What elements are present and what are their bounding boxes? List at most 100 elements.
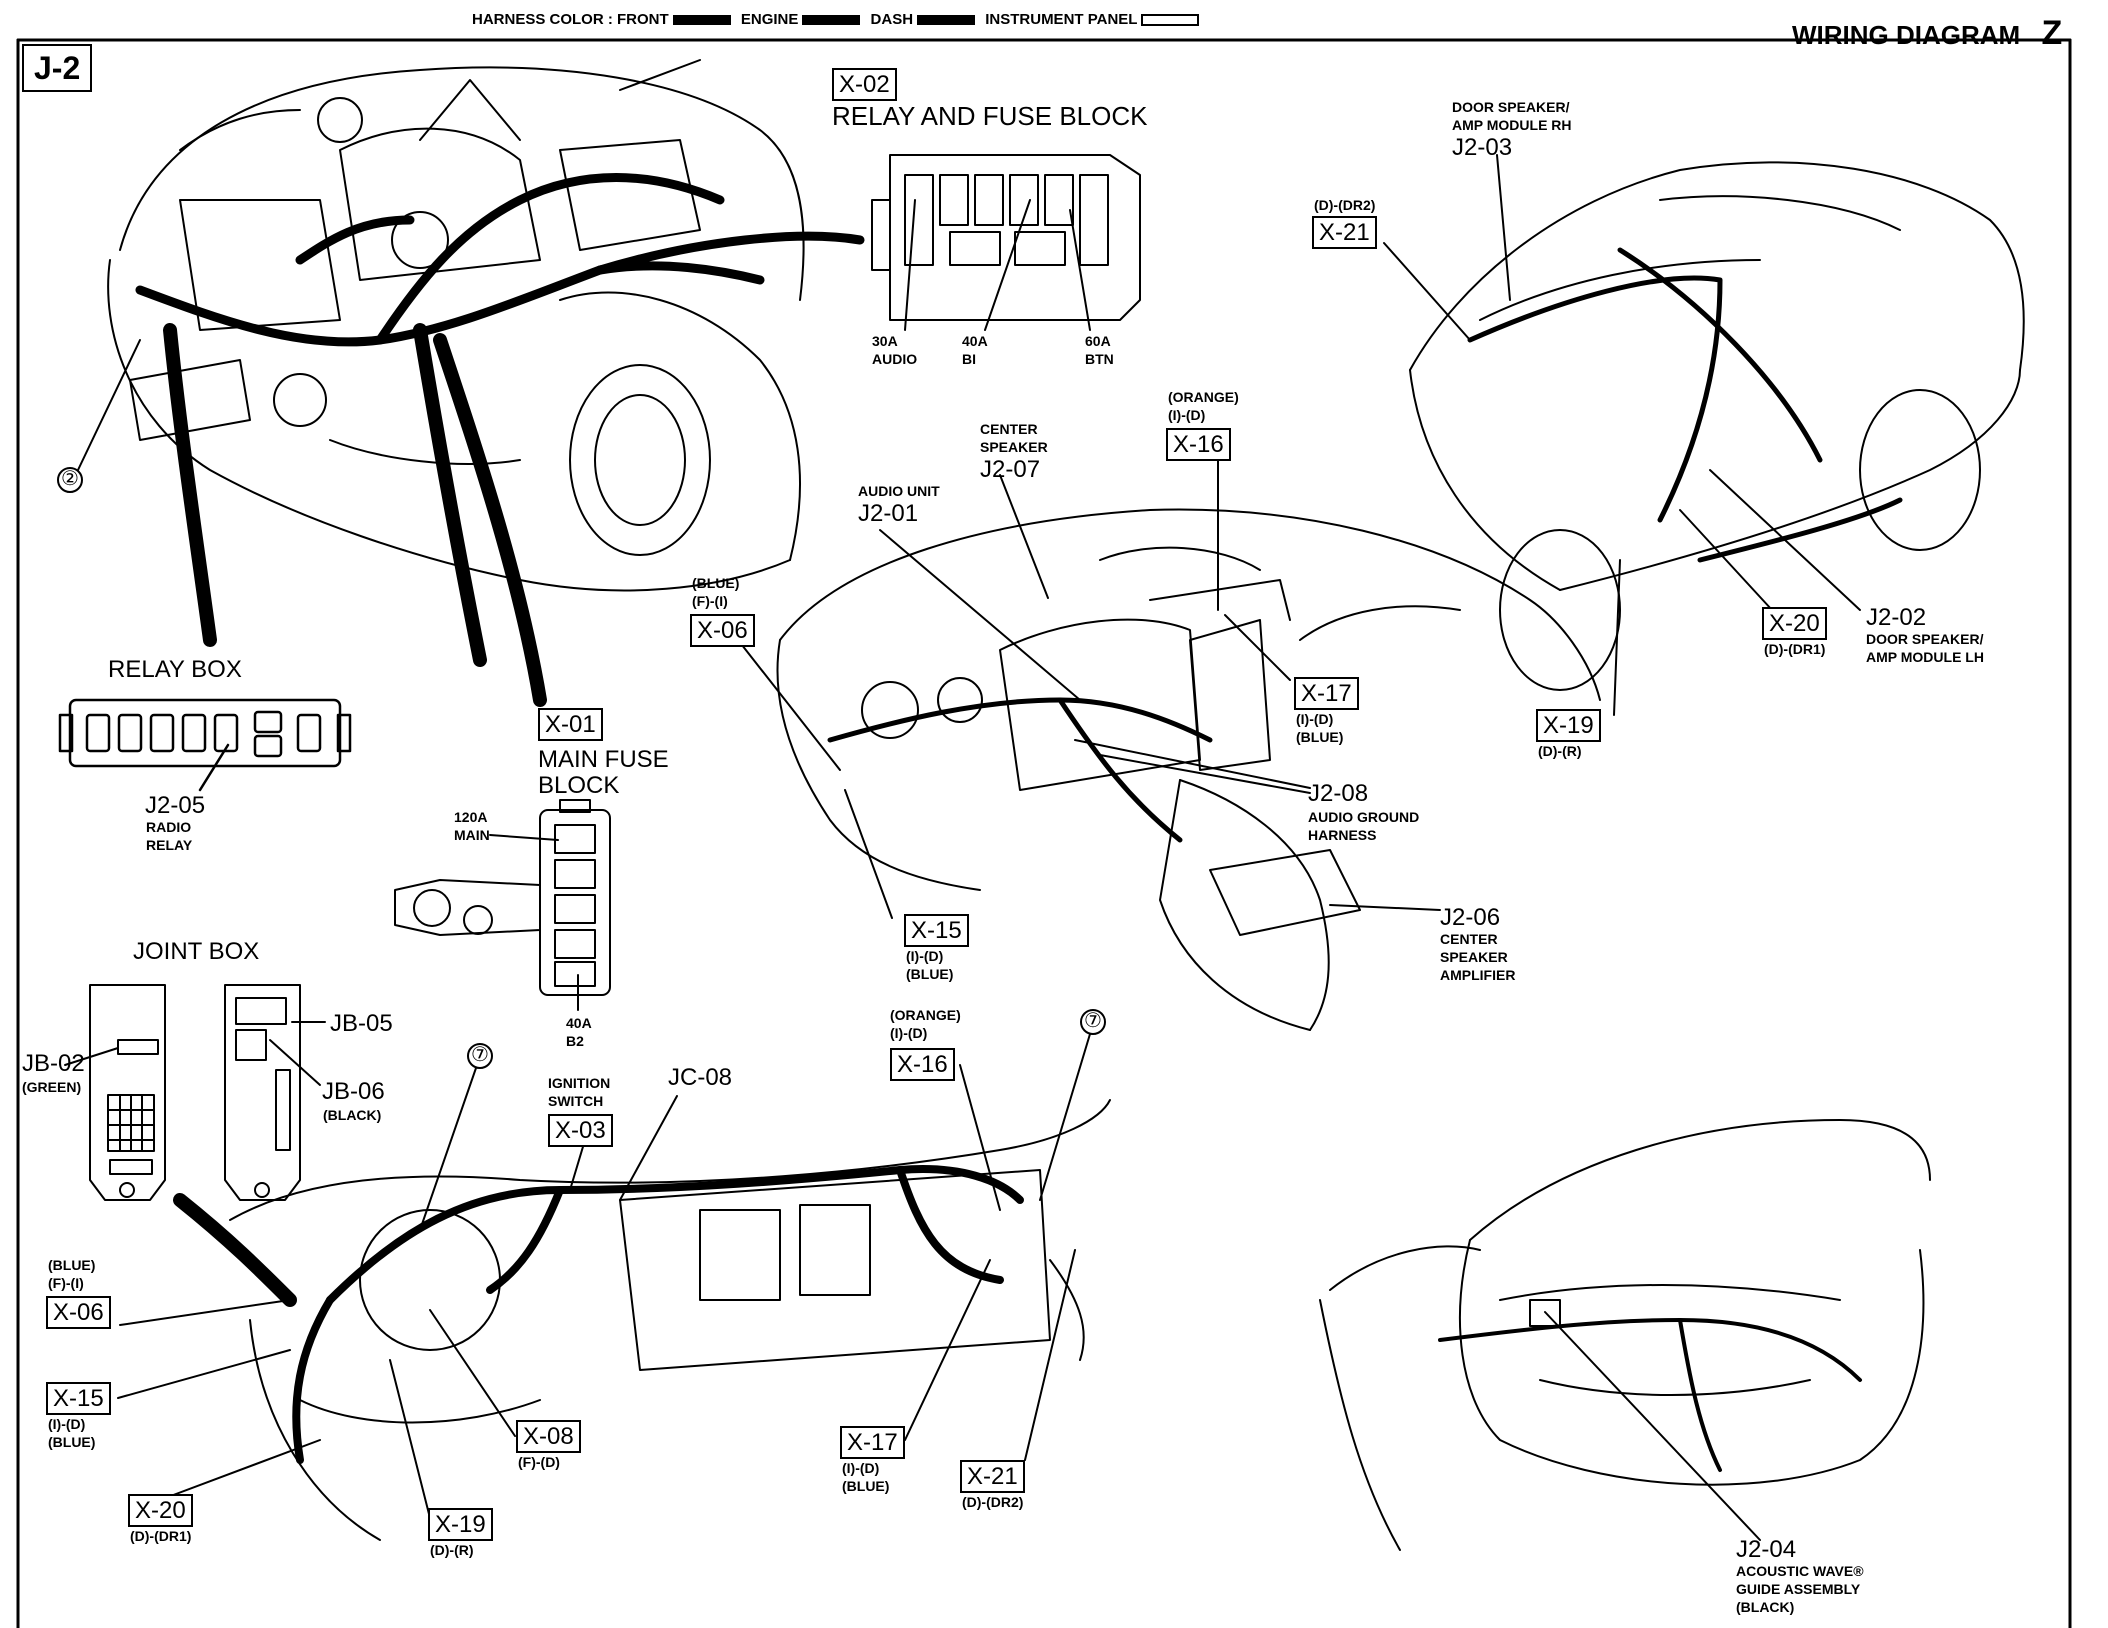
dash-swatch xyxy=(917,15,976,26)
instrument-panel-harness xyxy=(292,1165,1024,1464)
center-speaker-name-1: CENTER xyxy=(980,421,1038,437)
jb06-id: JB-06 xyxy=(322,1078,385,1105)
relay-box-title: RELAY BOX xyxy=(108,656,242,683)
sheet-label: J-2 xyxy=(22,44,93,92)
main-fuse-block-drawing xyxy=(394,799,611,1011)
dash-x15-tag: X-15 xyxy=(904,914,969,947)
ip-x08-tag: X-08 xyxy=(516,1420,581,1453)
j206-id: J2-06 xyxy=(1440,904,1501,931)
dash-x16-color: (ORANGE) xyxy=(1168,389,1239,405)
front-label: FRONT xyxy=(617,11,669,28)
b2-fuse-name: B2 xyxy=(566,1033,584,1049)
engine-harness-branches xyxy=(163,323,547,707)
ip-x21-tag: X-21 xyxy=(960,1460,1025,1493)
center-speaker-id: J2-07 xyxy=(980,456,1041,483)
engine-harness xyxy=(135,173,865,347)
relay-fuse-block-drawing xyxy=(871,154,1141,331)
engine-swatch xyxy=(802,15,861,26)
fuse-60a-rating: 60A xyxy=(1085,333,1111,349)
fuse-40a-rating: 40A xyxy=(962,333,988,349)
jc08-id: JC-08 xyxy=(668,1064,733,1091)
ip-x16-route: (I)-(D) xyxy=(890,1025,928,1041)
jb02-color: (GREEN) xyxy=(22,1079,82,1095)
rear-x20-tag: X-20 xyxy=(1762,607,1827,640)
main-fuse-name: MAIN xyxy=(454,827,490,843)
joint-box-drawing xyxy=(64,984,326,1201)
dash-x15-route: (I)-(D) xyxy=(906,948,944,964)
instrument-panel-leaders xyxy=(117,1009,1106,1519)
page-border xyxy=(16,38,2072,1628)
door-rh-name-1: DOOR SPEAKER/ xyxy=(1452,99,1570,115)
audio-unit-id: J2-01 xyxy=(858,500,919,527)
jb06-color: (BLACK) xyxy=(323,1107,382,1123)
dash-x16-route: (I)-(D) xyxy=(1168,407,1206,423)
j208-id: J2-08 xyxy=(1308,780,1369,807)
door-lh-name-2: AMP MODULE LH xyxy=(1866,649,1984,665)
dash-view-drawing xyxy=(719,451,1601,1031)
jb02-id: JB-02 xyxy=(22,1050,85,1077)
j206-name-1: CENTER xyxy=(1440,931,1498,947)
j204-name-1: ACOUSTIC WAVE® xyxy=(1736,1563,1864,1579)
fuse-30a-rating: 30A xyxy=(872,333,898,349)
b2-fuse-rating: 40A xyxy=(566,1015,592,1031)
ip-x15-tag: X-15 xyxy=(46,1382,111,1415)
ip-x06-route: (F)-(I) xyxy=(48,1275,84,1291)
rear-top-harness xyxy=(1467,247,1903,563)
ip-x19-tag: X-19 xyxy=(428,1508,493,1541)
rear-top-leaders xyxy=(1383,154,1861,716)
j206-name-3: AMPLIFIER xyxy=(1440,967,1516,983)
joint-box-title: JOINT BOX xyxy=(133,938,260,965)
ip-x20-tag: X-20 xyxy=(128,1494,193,1527)
engine-label: ENGINE xyxy=(740,11,799,28)
page-title: WIRING DIAGRAM Z xyxy=(1792,16,2062,50)
ip-x06-tag: X-06 xyxy=(46,1296,111,1329)
ip-x03-tag: X-03 xyxy=(548,1114,613,1147)
ip-callout-7-right: ⑦ xyxy=(1084,1010,1102,1032)
j204-color: (BLACK) xyxy=(1736,1599,1795,1615)
engine-callout-2: ② xyxy=(61,468,79,490)
j205-name-1: RADIO xyxy=(146,819,192,835)
instrument-panel-label: INSTRUMENT PANEL xyxy=(985,11,1138,28)
ignition-switch-name-1: IGNITION xyxy=(548,1075,611,1091)
dash-x17-tag: X-17 xyxy=(1294,677,1359,710)
dash-x17-color: (BLUE) xyxy=(1296,729,1344,745)
j204-id: J2-04 xyxy=(1736,1536,1797,1563)
door-lh-name-1: DOOR SPEAKER/ xyxy=(1866,631,1984,647)
door-rh-id: J2-03 xyxy=(1452,134,1513,161)
ip-x17-tag: X-17 xyxy=(840,1426,905,1459)
rear-x19-route: (D)-(R) xyxy=(1538,743,1582,759)
ip-x15-route: (I)-(D) xyxy=(48,1416,86,1432)
main-fuse-rating: 120A xyxy=(454,809,488,825)
dash-x16-tag: X-16 xyxy=(1166,428,1231,461)
rear-x20-route: (D)-(DR1) xyxy=(1764,641,1826,657)
harness-color-legend: HARNESS COLOR : FRONT ENGINE DASH INSTRU… xyxy=(472,12,1205,27)
engine-bay-drawing xyxy=(107,59,805,592)
instrument-panel-swatch xyxy=(1141,14,1200,27)
main-fuse-block-title-1: MAIN FUSE xyxy=(538,746,669,773)
jb05-id: JB-05 xyxy=(330,1010,393,1037)
section-letter: Z xyxy=(2041,14,2063,52)
dash-x17-route: (I)-(D) xyxy=(1296,711,1334,727)
ip-x08-route: (F)-(D) xyxy=(518,1454,560,1470)
ip-x19-route: (D)-(R) xyxy=(430,1542,474,1558)
j206-name-2: SPEAKER xyxy=(1440,949,1508,965)
fuse-40a-name: BI xyxy=(962,351,976,367)
relay-fuse-block-title: RELAY AND FUSE BLOCK xyxy=(832,101,1148,131)
center-speaker-name-2: SPEAKER xyxy=(980,439,1048,455)
audio-unit-name: AUDIO UNIT xyxy=(858,483,940,499)
ip-x20-route: (D)-(DR1) xyxy=(130,1528,192,1544)
rear-trunk-view-drawing xyxy=(1319,1119,1931,1551)
j208-name-1: AUDIO GROUND xyxy=(1308,809,1420,825)
ip-x17-color: (BLUE) xyxy=(842,1478,890,1494)
rear-x19-tag: X-19 xyxy=(1536,709,1601,742)
instrument-panel-big-harness xyxy=(173,1193,297,1307)
engine-callout-2-ring xyxy=(57,467,83,493)
j204-name-2: GUIDE ASSEMBLY xyxy=(1736,1581,1861,1597)
door-rh-name-2: AMP MODULE RH xyxy=(1452,117,1572,133)
dash-x06-tag: X-06 xyxy=(690,614,755,647)
main-fuse-block-title-2: BLOCK xyxy=(538,772,620,799)
dash-x06-route: (F)-(I) xyxy=(692,593,728,609)
dash-x06-color: (BLUE) xyxy=(692,575,740,591)
